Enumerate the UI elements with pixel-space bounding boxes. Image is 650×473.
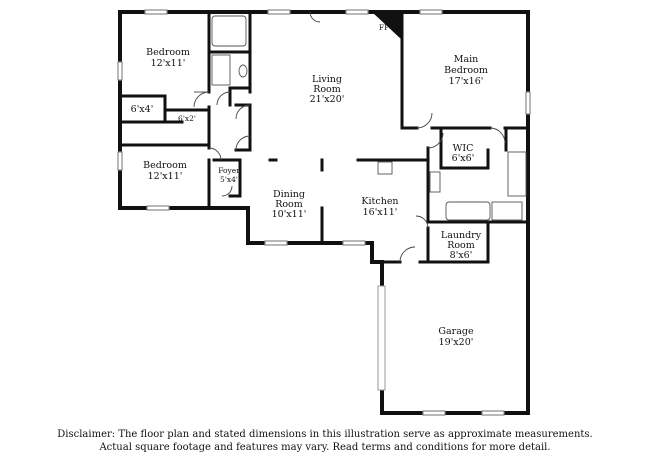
bedroom-bottom-name: Bedroom <box>143 160 187 171</box>
toilet-icon <box>238 64 248 78</box>
master-shower <box>491 201 523 221</box>
master-tub <box>445 201 491 221</box>
living-line1: Living <box>312 74 342 85</box>
closet-a-dims: 6'x4' <box>131 104 154 115</box>
garage-dims: 19'x20' <box>439 337 474 348</box>
garage-name: Garage <box>438 326 474 337</box>
main-bedroom-line2: Bedroom <box>444 65 488 76</box>
room-labels: Bedroom 12'x11' 6'x4' 6'x2' Bedroom 12'x… <box>131 23 488 348</box>
fixtures <box>211 15 527 221</box>
bedroom-top-name: Bedroom <box>146 47 190 58</box>
vanity <box>211 54 231 86</box>
master-vanity <box>507 151 527 197</box>
laundry-line2: Room <box>447 240 475 251</box>
bathtub <box>211 15 247 47</box>
bedroom-bottom-dims: 12'x11' <box>148 171 183 182</box>
wic-name: WIC <box>453 143 474 154</box>
garage-door <box>377 285 386 391</box>
dining-line1: Dining <box>273 189 305 200</box>
dining-line2: Room <box>275 199 303 210</box>
foyer-dims: 5'x4' <box>220 175 238 184</box>
bedroom-top-dims: 12'x11' <box>151 58 186 69</box>
kitchen-name: Kitchen <box>361 196 398 207</box>
closet-b-dims: 6'x2' <box>178 114 196 123</box>
refrigerator <box>377 161 393 175</box>
wic-dims: 6'x6' <box>452 153 475 164</box>
windows <box>117 9 531 416</box>
fireplace-icon <box>372 12 402 40</box>
fireplace-label: FP <box>379 23 389 32</box>
laundry-line1: Laundry <box>441 230 482 241</box>
laundry-dims: 8'x6' <box>450 250 473 261</box>
dining-dims: 10'x11' <box>272 209 307 220</box>
disclaimer-line-1: Disclaimer: The floor plan and stated di… <box>57 429 593 440</box>
main-bedroom-line1: Main <box>454 54 479 65</box>
living-line2: Room <box>313 84 341 95</box>
kitchen-range <box>429 171 441 193</box>
kitchen-dims: 16'x11' <box>363 207 398 218</box>
main-bedroom-dims: 17'x16' <box>449 76 484 87</box>
living-dims: 21'x20' <box>310 94 345 105</box>
foyer-name: Foyer <box>218 166 240 175</box>
door-swings <box>193 11 506 263</box>
disclaimer-line-2: Actual square footage and features may v… <box>99 442 551 453</box>
